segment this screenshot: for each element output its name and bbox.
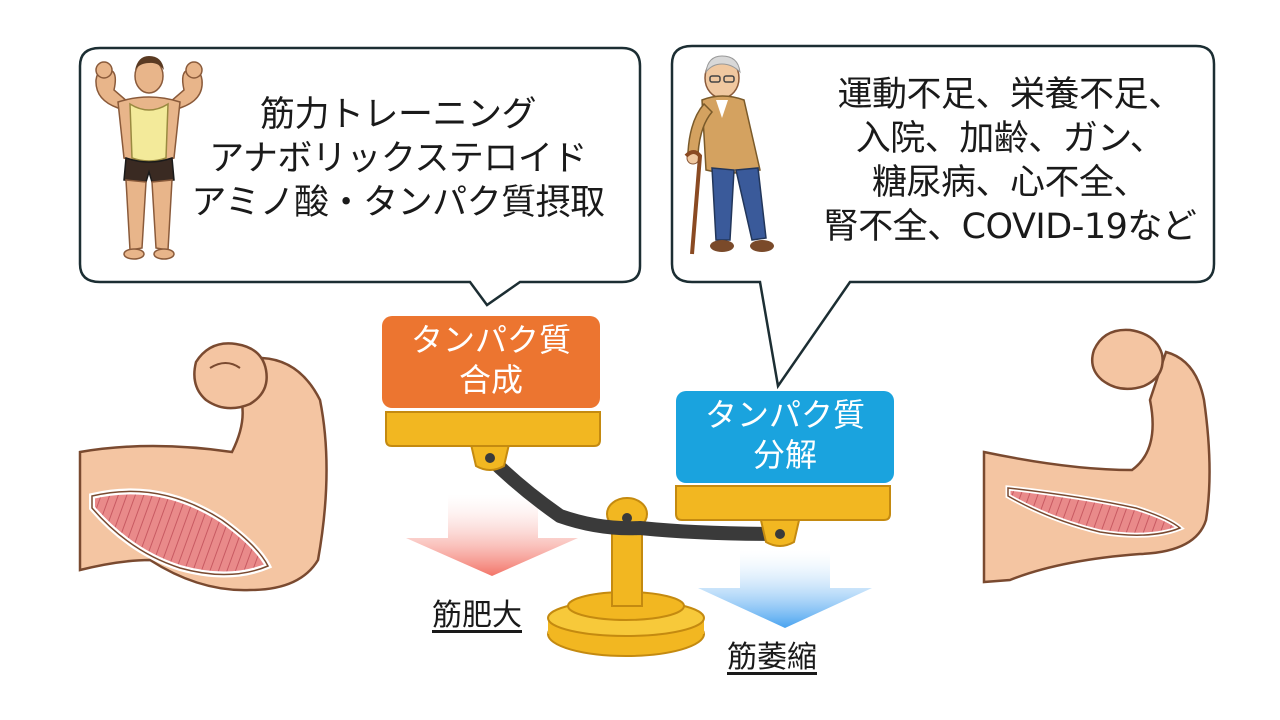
- protein-synthesis-box: タンパク質 合成: [382, 316, 600, 408]
- hypertrophy-label: 筋肥大: [432, 598, 522, 633]
- right-bubble-line: 糖尿病、心不全、: [871, 163, 1149, 203]
- right-bubble-line: 入院、加齢、ガン、: [855, 119, 1165, 159]
- left-bubble-line: アミノ酸・タンパク質摂取: [191, 183, 605, 223]
- left-bubble-text: 筋力トレーニング アナボリックステロイド アミノ酸・タンパク質摂取: [178, 93, 618, 225]
- flexed-arm-icon-small: [982, 328, 1211, 584]
- atrophy-label: 筋萎縮: [727, 640, 817, 675]
- flexed-arm-icon-large: [78, 342, 328, 592]
- hypertrophy-arrow: [406, 494, 578, 576]
- right-bubble-line: 運動不足、栄養不足、: [837, 75, 1183, 115]
- right-speech-bubble: [670, 44, 1216, 390]
- left-bubble-line: 筋力トレーニング: [259, 95, 537, 135]
- breakdown-line2: 分解: [752, 436, 817, 474]
- left-speech-bubble: [78, 46, 642, 307]
- elderly-man-icon: [684, 55, 774, 255]
- right-bubble-line: 腎不全、COVID-19など: [823, 207, 1197, 247]
- synthesis-line2: 合成: [458, 361, 523, 399]
- left-bubble-line: アナボリックステロイド: [209, 139, 587, 179]
- breakdown-line1: タンパク質: [704, 396, 865, 434]
- synthesis-line1: タンパク質: [410, 321, 571, 359]
- protein-breakdown-box: タンパク質 分解: [676, 391, 894, 483]
- atrophy-arrow: [698, 550, 872, 628]
- right-bubble-text: 運動不足、栄養不足、 入院、加齢、ガン、 糖尿病、心不全、 腎不全、COVID-…: [790, 73, 1230, 249]
- balance-scale-icon: [385, 411, 891, 657]
- bodybuilder-icon: [95, 56, 203, 260]
